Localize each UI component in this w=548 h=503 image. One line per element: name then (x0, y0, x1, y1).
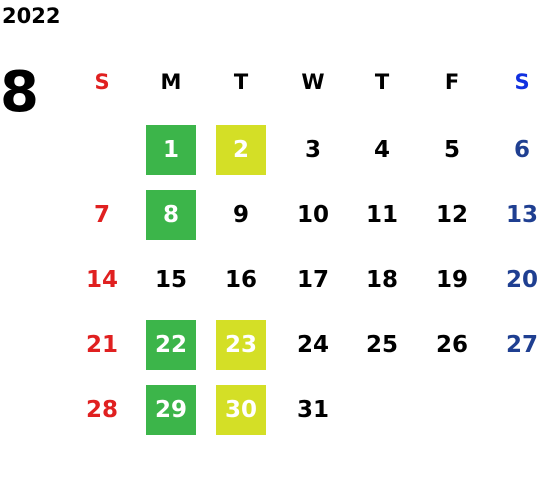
day-cell[interactable]: 27 (505, 332, 538, 358)
weekday-header: F (444, 70, 460, 94)
day-cell[interactable]: 16 (224, 267, 257, 293)
month-label: 8 (0, 60, 39, 125)
day-cell[interactable]: 21 (85, 332, 118, 358)
day-cell[interactable]: 7 (93, 202, 110, 228)
day-cell[interactable]: 4 (373, 137, 390, 163)
day-cell[interactable]: 20 (505, 267, 538, 293)
day-cell[interactable]: 13 (505, 202, 538, 228)
weekday-header: T (374, 70, 390, 94)
day-cell[interactable]: 5 (443, 137, 460, 163)
day-cell[interactable]: 9 (232, 202, 249, 228)
day-cell[interactable]: 24 (296, 332, 329, 358)
day-cell[interactable]: 17 (296, 267, 329, 293)
day-cell[interactable]: 12 (435, 202, 468, 228)
day-cell-green[interactable]: 29 (146, 385, 196, 435)
day-cell[interactable]: 26 (435, 332, 468, 358)
weekday-header: S (514, 70, 530, 94)
day-cell[interactable]: 25 (365, 332, 398, 358)
day-cell[interactable]: 15 (154, 267, 187, 293)
weekday-header: T (233, 70, 249, 94)
day-cell[interactable]: 11 (365, 202, 398, 228)
day-cell[interactable]: 19 (435, 267, 468, 293)
day-cell-green[interactable]: 8 (146, 190, 196, 240)
weekday-header: W (301, 70, 325, 94)
day-cell[interactable]: 3 (304, 137, 321, 163)
day-cell[interactable]: 31 (296, 397, 329, 423)
day-cell-yellow[interactable]: 30 (216, 385, 266, 435)
weekday-header: M (160, 70, 182, 94)
day-cell-green[interactable]: 1 (146, 125, 196, 175)
day-cell-yellow[interactable]: 2 (216, 125, 266, 175)
day-cell[interactable]: 10 (296, 202, 329, 228)
day-cell-green[interactable]: 22 (146, 320, 196, 370)
day-cell[interactable]: 28 (85, 397, 118, 423)
day-cell-yellow[interactable]: 23 (216, 320, 266, 370)
day-cell[interactable]: 18 (365, 267, 398, 293)
day-cell[interactable]: 14 (85, 267, 118, 293)
weekday-header: S (94, 70, 110, 94)
day-cell[interactable]: 6 (513, 137, 530, 163)
year-label: 2022 (2, 4, 61, 28)
